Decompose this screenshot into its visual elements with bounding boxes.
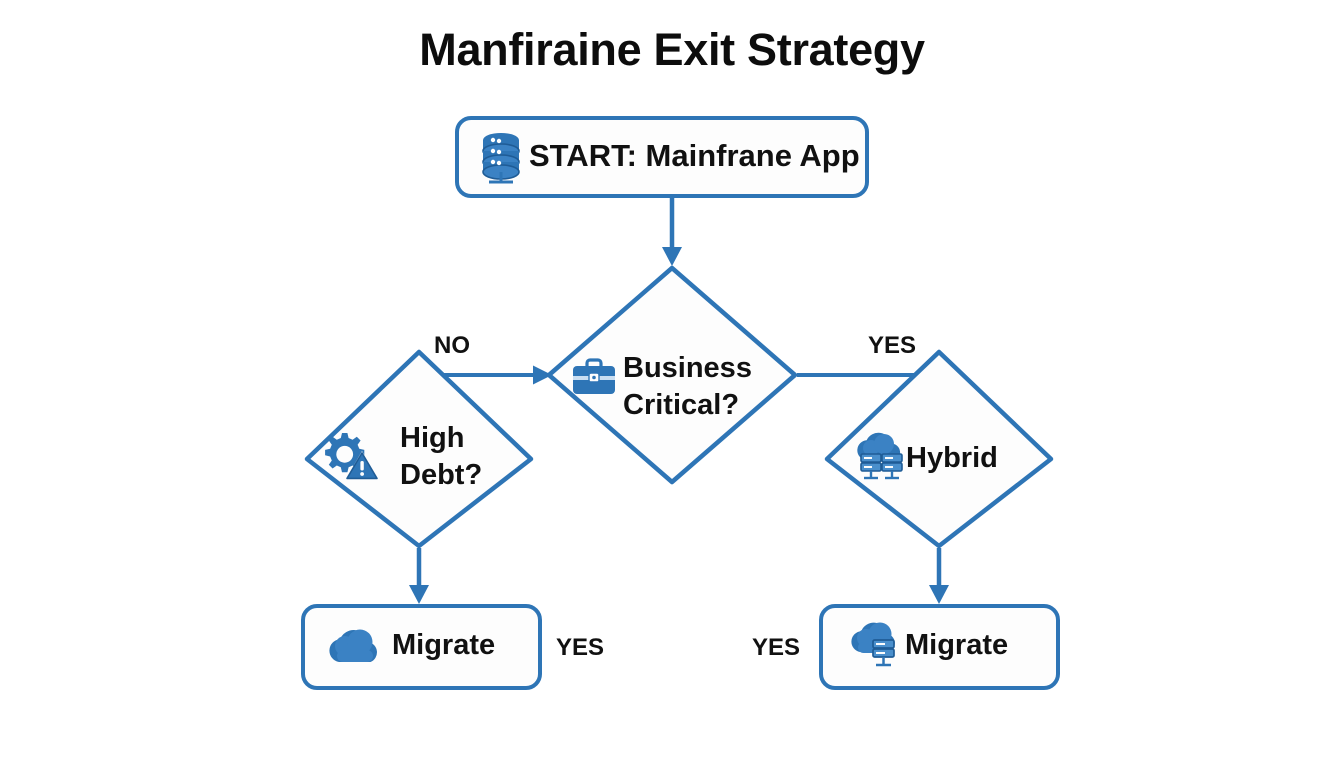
node-business-critical-label: Business Critical? (623, 352, 752, 422)
node-high-debt-label: High Debt? (400, 422, 483, 492)
node-business-critical-shape[interactable] (546, 265, 798, 485)
node-migrate-right-label: Migrate (905, 629, 1009, 661)
node-migrate-left-label: Migrate (392, 629, 496, 661)
page-title: Manfiraine Exit Strategy (419, 24, 925, 75)
node-high-debt-shape[interactable] (304, 349, 534, 549)
edge-label-yes: YES (868, 332, 917, 359)
edge-label-no: NO (434, 332, 470, 359)
node-migrate-left-shape[interactable] (301, 604, 542, 690)
node-start-label: START: Mainfrane App (529, 138, 860, 173)
loose-label-yes-right: YES (752, 634, 801, 661)
node-hybrid-shape[interactable] (824, 349, 1054, 549)
edge-high-debt-to-migrate-left (409, 548, 429, 604)
node-start-shape[interactable] (455, 116, 869, 198)
edge-start-to-business-critical (662, 196, 682, 266)
node-hybrid-label: Hybrid (906, 442, 998, 474)
loose-label-yes-left: YES (556, 634, 605, 661)
edge-hybrid-to-migrate-right (929, 548, 949, 604)
